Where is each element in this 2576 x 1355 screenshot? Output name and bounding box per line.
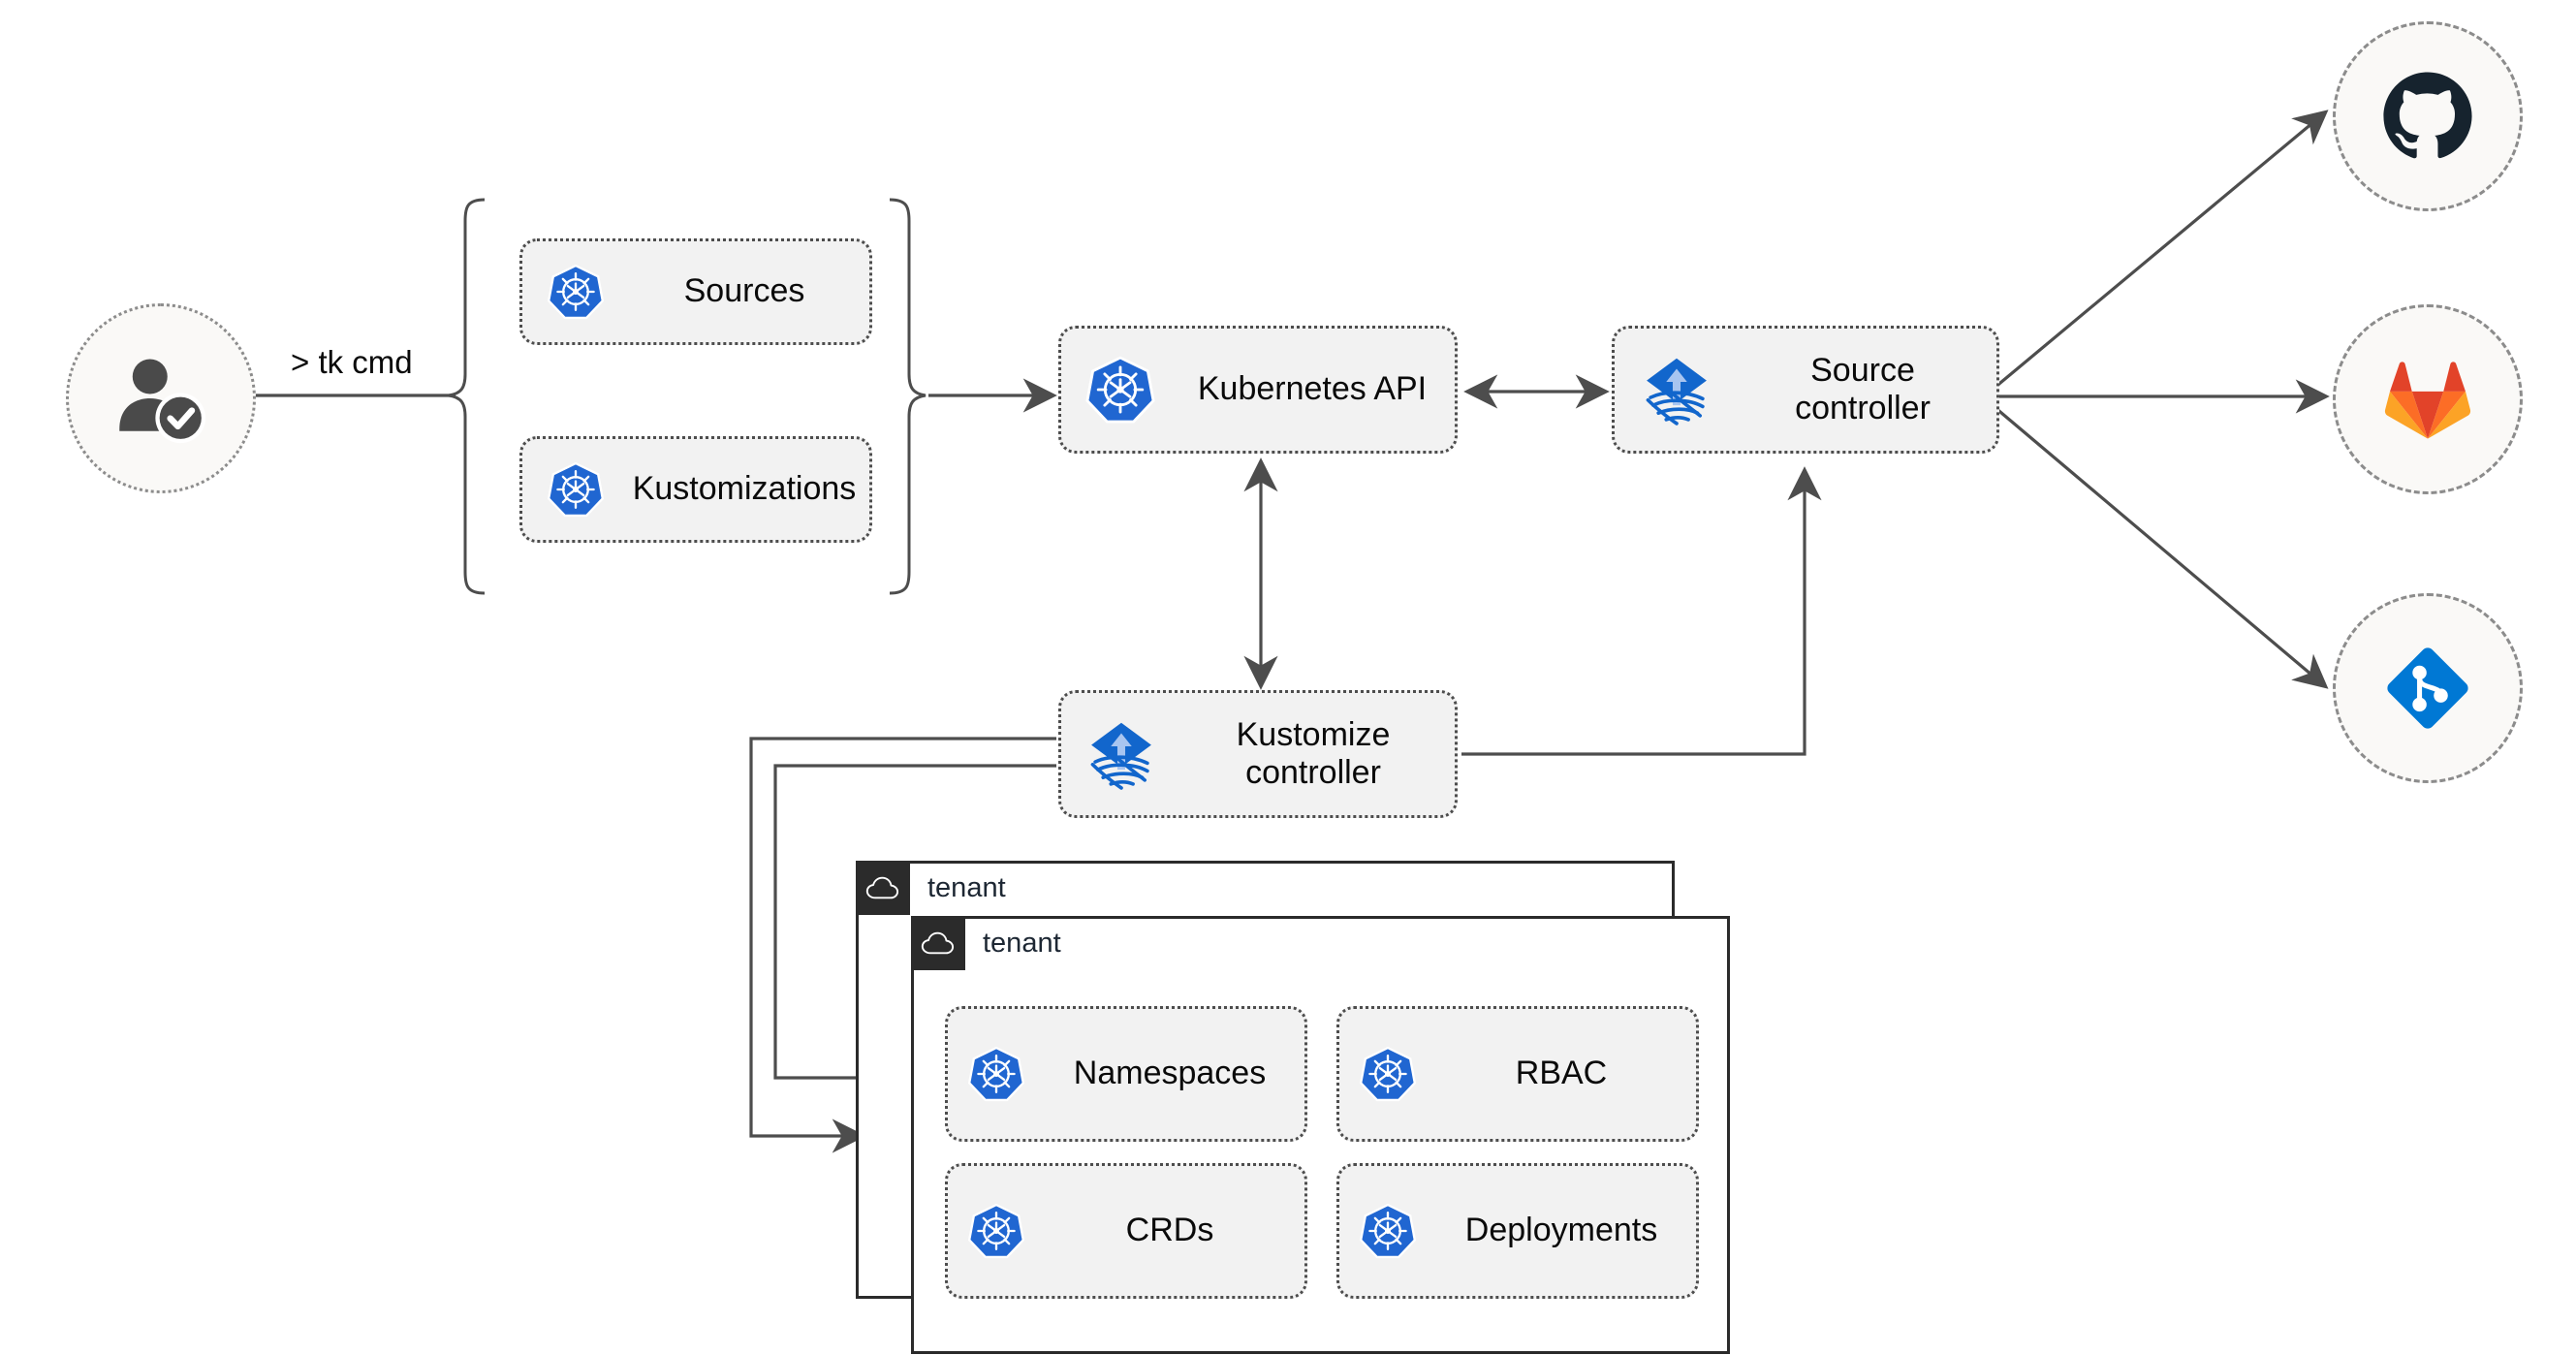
kustomize-controller-label-line1: Kustomize: [1236, 715, 1391, 753]
kubernetes-icon: [522, 459, 629, 520]
tenant-cluster-2[interactable]: tenant: [911, 916, 1730, 1354]
flux-icon: [1615, 348, 1739, 431]
tenant-name-label: tenant: [983, 927, 1061, 959]
kubernetes-icon: [1061, 353, 1179, 426]
crd-box-label: Sources: [683, 272, 805, 310]
crd-box-sources[interactable]: Sources: [519, 238, 872, 345]
crd-box-kustomizations[interactable]: Kustomizations: [519, 436, 872, 543]
tenant-resource-deployments[interactable]: Deployments: [1336, 1163, 1699, 1299]
brace-right: [889, 198, 927, 595]
tenant-resource-grid: Namespaces: [945, 1006, 1699, 1299]
provider-circle: [2333, 593, 2523, 783]
tenant-resource-rbac[interactable]: RBAC: [1336, 1006, 1699, 1142]
kubernetes-icon: [948, 1201, 1045, 1261]
source-controller-label-line2: controller: [1795, 390, 1931, 426]
provider-gitlab-node[interactable]: [2333, 304, 2523, 494]
kubernetes-icon: [1339, 1044, 1436, 1104]
edge-sourcecontroller-to-azure: [1993, 405, 2329, 689]
crd-box-label: Kustomizations: [632, 470, 857, 508]
cloud-icon: [856, 861, 910, 915]
kustomize-controller-label-line2: controller: [1245, 754, 1381, 791]
tenant-name-label: tenant: [927, 871, 1006, 903]
tenant-resource-label: CRDs: [1125, 1212, 1214, 1249]
tenant-header: tenant: [856, 861, 1006, 915]
brace-left: [448, 198, 486, 595]
github-icon: [2383, 72, 2472, 159]
user-circle: [66, 303, 256, 493]
cloud-icon: [911, 916, 965, 970]
kubernetes-icon: [948, 1044, 1045, 1104]
kubernetes-api-node[interactable]: Kubernetes API: [1058, 326, 1458, 454]
tenant-resource-namespaces[interactable]: Namespaces: [945, 1006, 1307, 1142]
source-controller-label-line1: Source: [1810, 351, 1915, 389]
tenant-resource-label: RBAC: [1515, 1055, 1608, 1092]
tenant-resource-label: Deployments: [1464, 1212, 1658, 1249]
kubernetes-icon: [1339, 1201, 1436, 1261]
provider-circle: [2333, 304, 2523, 494]
tenant-resource-crds[interactable]: CRDs: [945, 1163, 1307, 1299]
gitlab-icon: [2384, 362, 2471, 439]
tenant-header: tenant: [911, 916, 1061, 970]
command-label: > tk cmd: [291, 344, 413, 380]
user-node[interactable]: [66, 303, 256, 493]
flux-icon: [1061, 712, 1181, 796]
user-check-icon: [119, 359, 206, 444]
kubernetes-icon: [522, 262, 629, 322]
provider-github-node[interactable]: [2333, 21, 2523, 211]
tenant-resource-label: Namespaces: [1073, 1055, 1267, 1092]
provider-azure-node[interactable]: [2333, 593, 2523, 783]
edge-sourcecontroller-to-github: [1993, 110, 2329, 390]
provider-circle: [2333, 21, 2523, 211]
azure-git-icon: [2387, 647, 2468, 729]
kubernetes-api-label: Kubernetes API: [1197, 370, 1428, 408]
edge-kustomizecontroller-to-sourcecontroller: [1461, 466, 1822, 756]
